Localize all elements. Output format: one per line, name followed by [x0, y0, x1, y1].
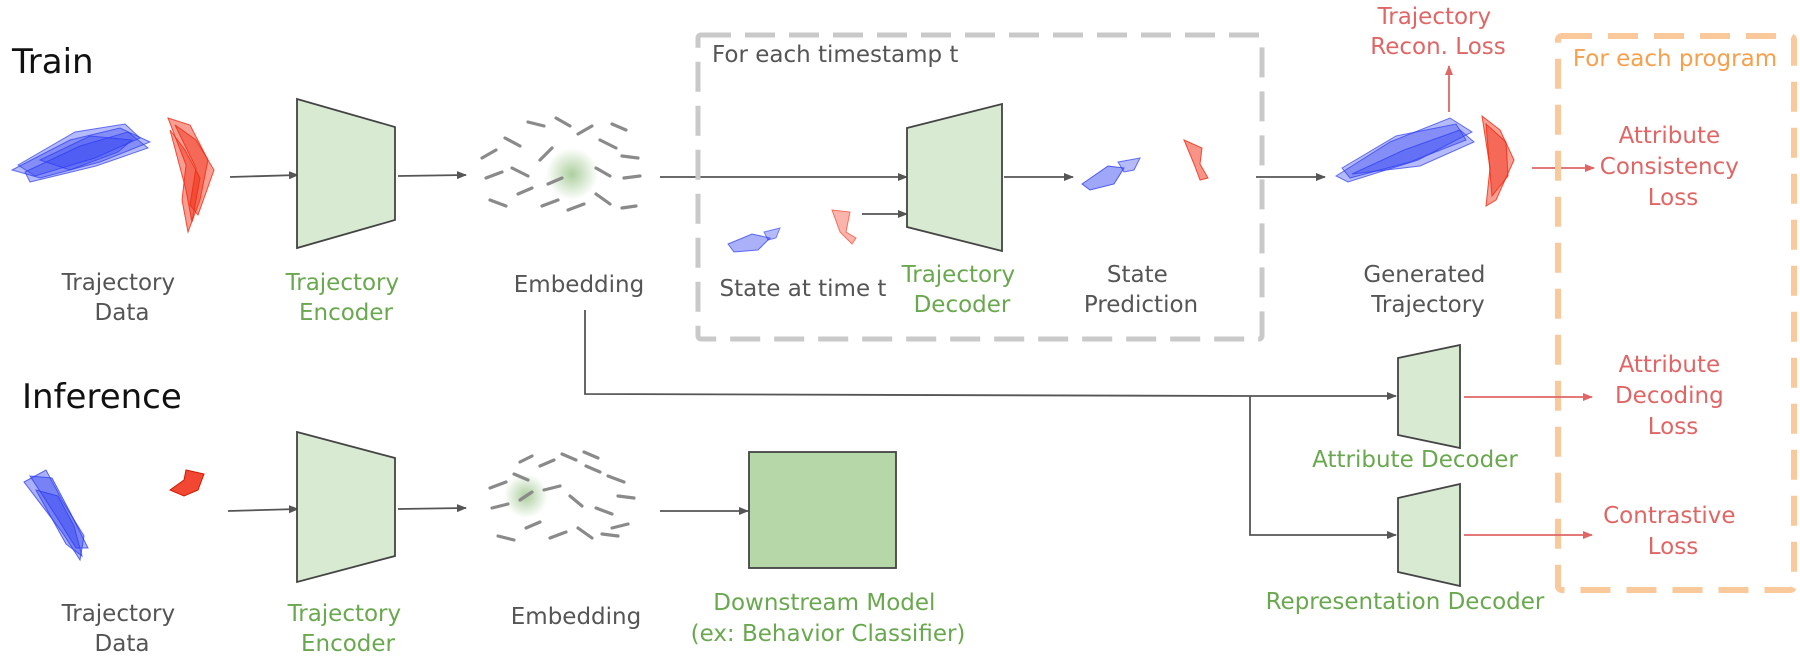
arrow-data-to-encoder: [229, 171, 299, 180]
state-at-time-image: [727, 209, 857, 253]
blue-state-shape: [727, 233, 771, 253]
arrow-encoder-to-embedding: [397, 171, 467, 180]
train-embedding-icon: [480, 116, 642, 212]
attribute-consistency-loss-label: Attribute Consistency Loss: [1600, 123, 1746, 211]
generated-blue-shape: [1334, 117, 1475, 183]
representation-decoder-label: Representation Decoder: [1266, 589, 1545, 615]
inference-trajectory-encoder: [296, 430, 396, 584]
state-prediction-label: State Prediction: [1084, 262, 1198, 318]
red-state-shape: [831, 209, 857, 245]
generated-trajectory-label: Generated Trajectory: [1363, 262, 1492, 318]
embedding-branch-line: [584, 310, 1251, 397]
inference-red-shape: [168, 469, 205, 497]
arrow-inference-encoder-to-embedding: [397, 504, 467, 513]
red-trajectory-shape: [167, 117, 215, 234]
timestamp-loop-box: [695, 32, 1265, 342]
inference-trajectory-image: [23, 469, 205, 562]
inference-title: Inference: [22, 377, 182, 417]
generated-red-shape: [1481, 114, 1515, 207]
inference-embedding-icon: [488, 450, 636, 542]
trajectory-recon-loss-label: Trajectory Recon. Loss: [1370, 4, 1505, 60]
downstream-model-box: [748, 451, 897, 569]
contrastive-loss-label: Contrastive Loss: [1603, 503, 1743, 560]
train-trajectory-data-label: Trajectory Data: [61, 270, 183, 326]
attribute-decoder-label: Attribute Decoder: [1312, 447, 1518, 473]
program-loop-title: For each program: [1573, 46, 1777, 72]
attribute-decoder: [1397, 343, 1461, 450]
generated-trajectory-image: [1334, 114, 1515, 207]
downstream-model-label: Downstream Model (ex: Behavior Classifie…: [691, 590, 966, 647]
representation-decoder: [1397, 482, 1461, 588]
inference-blue-shape: [23, 469, 89, 562]
train-decoder-label: Trajectory Decoder: [901, 262, 1023, 318]
arrow-inference-data-to-encoder: [227, 505, 299, 514]
inference-trajectory-data-label: Trajectory Data: [61, 601, 183, 657]
inference-encoder-label: Trajectory Encoder: [287, 601, 409, 657]
blue-prediction-shape-2: [1117, 157, 1141, 173]
train-title: Train: [11, 42, 94, 82]
state-prediction-image: [1081, 139, 1209, 191]
blue-prediction-shape: [1081, 165, 1125, 191]
program-loop-box: [1555, 33, 1797, 593]
inference-embedding-label: Embedding: [511, 604, 641, 630]
blue-state-shape-2: [763, 227, 781, 241]
train-embedding-label: Embedding: [514, 272, 644, 298]
train-encoder-label: Trajectory Encoder: [285, 270, 407, 326]
state-at-time-label: State at time t: [720, 276, 887, 302]
timestamp-loop-title: For each timestamp t: [712, 42, 958, 68]
arrow-to-representation-decoder: [1249, 396, 1397, 539]
train-trajectory-encoder: [296, 97, 396, 250]
train-trajectory-image: [10, 117, 215, 234]
blue-trajectory-shape: [10, 123, 152, 183]
red-prediction-shape: [1183, 139, 1209, 181]
attribute-decoding-loss-label: Attribute Decoding Loss: [1615, 352, 1731, 440]
train-trajectory-decoder: [906, 102, 1003, 253]
